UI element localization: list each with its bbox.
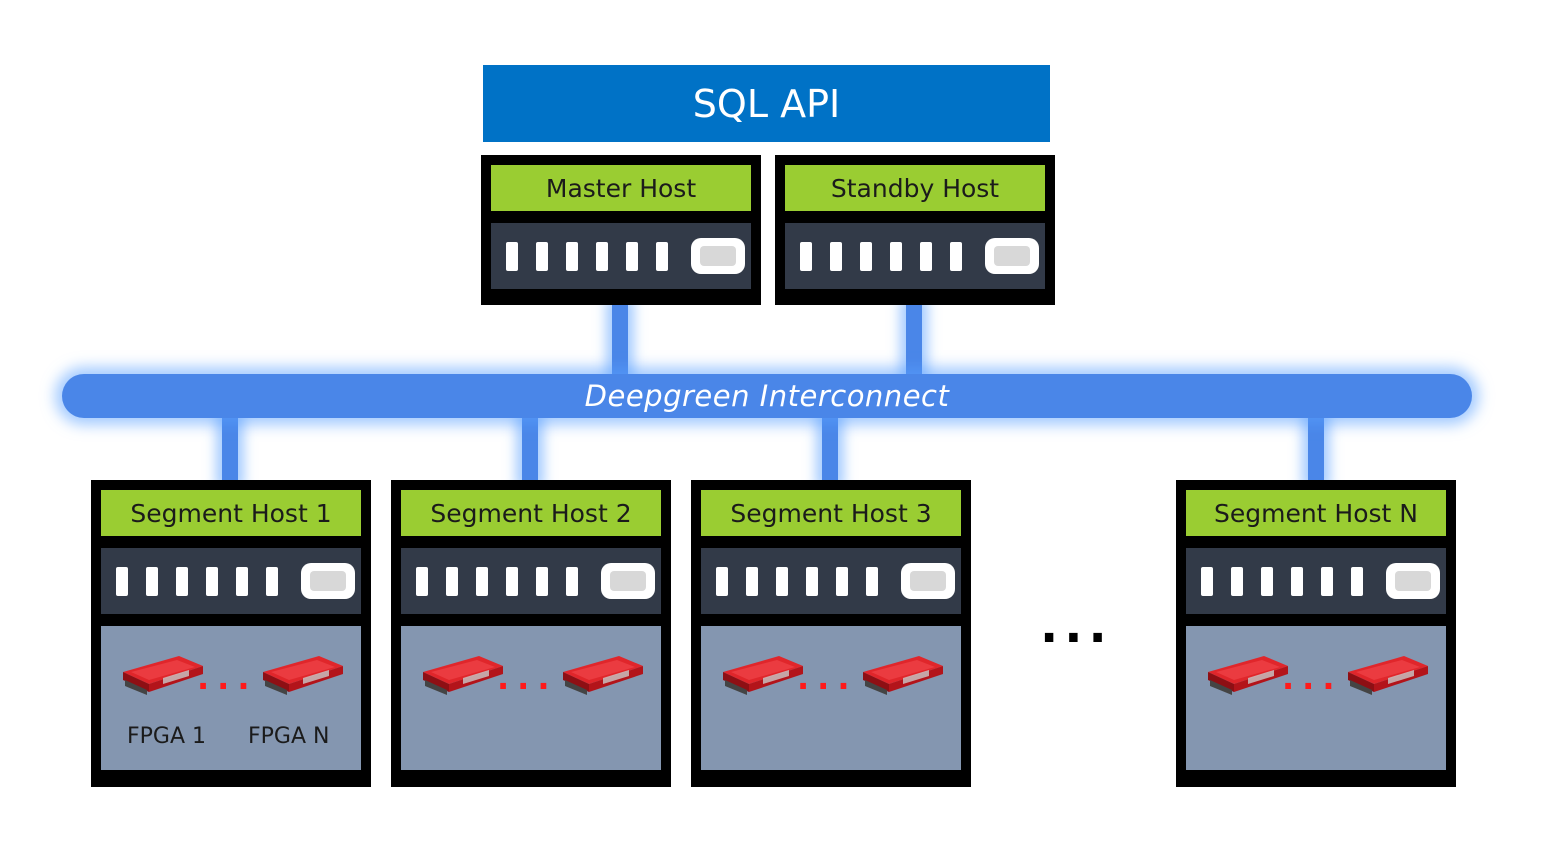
drive-bay-slot (566, 242, 578, 271)
fpga-card-last-icon (1344, 650, 1429, 696)
server-rack (1186, 548, 1446, 614)
segment-host-2: Segment Host 2 ... (391, 480, 671, 787)
standby-host: Standby Host (775, 155, 1055, 305)
drive-bay-slot (1321, 567, 1333, 596)
deepgreen-interconnect: Deepgreen Interconnect (62, 374, 1472, 418)
drive-bay-slot (536, 567, 548, 596)
drive-bay-slot (566, 567, 578, 596)
sql-api-box: SQL API (483, 65, 1050, 142)
fpga-area: ... (1186, 626, 1446, 770)
drive-bay-slot (146, 567, 158, 596)
standby-host-title: Standby Host (785, 165, 1045, 211)
storage-drive-icon (301, 563, 355, 599)
fpga-card-first-icon (1204, 650, 1289, 696)
fpga-card-first-icon (419, 650, 504, 696)
segment-host-1: Segment Host 1 FPGA 1 FPGA N ... (91, 480, 371, 787)
fpga-ellipsis: ... (797, 659, 858, 697)
server-rack (101, 548, 361, 614)
master-host: Master Host (481, 155, 761, 305)
server-rack (491, 223, 751, 289)
fpga-first-label: FPGA 1 (127, 724, 207, 749)
drive-bay-slot (596, 242, 608, 271)
segment-1-link (222, 416, 238, 482)
fpga-area: ... (701, 626, 961, 770)
drive-bay-slot (206, 567, 218, 596)
drive-bay-slot (236, 567, 248, 596)
fpga-card-last-icon (859, 650, 944, 696)
drive-bay-slot (506, 567, 518, 596)
drive-bay-slot (506, 242, 518, 271)
segment-3-link (822, 416, 838, 482)
fpga-area: ... (401, 626, 661, 770)
drive-bay-slot (116, 567, 128, 596)
master-host-title: Master Host (491, 165, 751, 211)
server-rack (785, 223, 1045, 289)
storage-drive-icon (985, 238, 1039, 274)
drive-bay-slot (656, 242, 668, 271)
master-link (612, 304, 628, 376)
drive-bay-slot (806, 567, 818, 596)
drive-bay-slot (446, 567, 458, 596)
segment-host-title: Segment Host 2 (401, 490, 661, 536)
standby-link (906, 304, 922, 376)
segment-host-n: Segment Host N ... (1176, 480, 1456, 787)
drive-bay-slot (266, 567, 278, 596)
storage-drive-icon (691, 238, 745, 274)
drive-bay-slot (800, 242, 812, 271)
drive-bay-slot (1261, 567, 1273, 596)
server-rack (701, 548, 961, 614)
drive-bay-slot (626, 242, 638, 271)
drive-bay-slot (950, 242, 962, 271)
drive-bay-slot (716, 567, 728, 596)
more-segments-ellipsis: ... (1040, 598, 1113, 654)
drive-bay-slot (1231, 567, 1243, 596)
drive-bay-slot (830, 242, 842, 271)
fpga-card-last-icon (259, 650, 344, 696)
fpga-last-label: FPGA N (248, 724, 330, 749)
storage-drive-icon (601, 563, 655, 599)
fpga-card-first-icon (719, 650, 804, 696)
fpga-ellipsis: ... (197, 659, 258, 697)
drive-bay-slot (920, 242, 932, 271)
server-rack (401, 548, 661, 614)
drive-bay-slot (176, 567, 188, 596)
fpga-ellipsis: ... (497, 659, 558, 697)
fpga-card-last-icon (559, 650, 644, 696)
segment-n-link (1308, 416, 1324, 482)
drive-bay-slot (476, 567, 488, 596)
segment-host-title: Segment Host N (1186, 490, 1446, 536)
storage-drive-icon (1386, 563, 1440, 599)
drive-bay-slot (890, 242, 902, 271)
fpga-ellipsis: ... (1282, 659, 1343, 697)
drive-bay-slot (1351, 567, 1363, 596)
segment-2-link (522, 416, 538, 482)
drive-bay-slot (860, 242, 872, 271)
storage-drive-icon (901, 563, 955, 599)
segment-host-title: Segment Host 1 (101, 490, 361, 536)
drive-bay-slot (416, 567, 428, 596)
segment-host-title: Segment Host 3 (701, 490, 961, 536)
fpga-card-first-icon (119, 650, 204, 696)
drive-bay-slot (536, 242, 548, 271)
segment-host-3: Segment Host 3 ... (691, 480, 971, 787)
drive-bay-slot (866, 567, 878, 596)
drive-bay-slot (836, 567, 848, 596)
drive-bay-slot (1201, 567, 1213, 596)
drive-bay-slot (776, 567, 788, 596)
fpga-area: FPGA 1 FPGA N ... (101, 626, 361, 770)
drive-bay-slot (1291, 567, 1303, 596)
drive-bay-slot (746, 567, 758, 596)
